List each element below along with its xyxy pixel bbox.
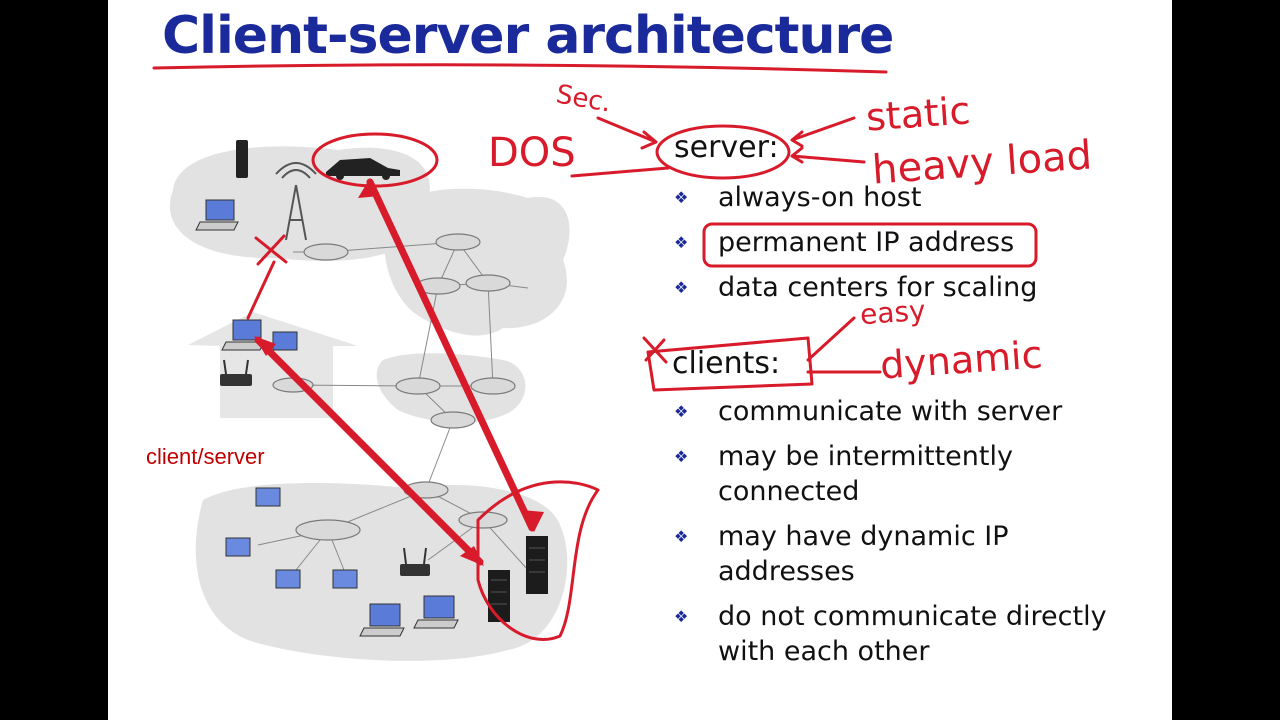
- list-item: ❖ may be intermittently connected: [674, 439, 1107, 509]
- server-bullet-list: ❖ always-on host ❖ permanent IP address ❖ d…: [674, 180, 1037, 305]
- diamond-bullet-icon: ❖: [674, 233, 689, 252]
- bullet-text-continued: with each other: [718, 636, 930, 667]
- list-item: ❖ always-on host: [674, 180, 1037, 215]
- diamond-bullet-icon: ❖: [674, 607, 689, 626]
- figure-label: client/server: [146, 444, 265, 469]
- bullet-text: do not communicate directly: [718, 601, 1107, 632]
- laptop-icon: [195, 199, 459, 637]
- bullet-text: communicate with server: [718, 396, 1063, 427]
- clients-heading: clients:: [672, 346, 781, 381]
- clients-bullet-list: ❖ communicate with server ❖ may be intermi…: [674, 394, 1107, 669]
- diamond-bullet-icon: ❖: [674, 278, 689, 297]
- diamond-bullet-icon: ❖: [674, 447, 689, 466]
- diamond-bullet-icon: ❖: [674, 188, 689, 207]
- bullet-text: data centers for scaling: [718, 272, 1038, 303]
- home-network-house: [188, 312, 358, 418]
- slide: Client-server architecture client/server…: [108, 0, 1172, 720]
- slide-title: Client-server architecture: [162, 6, 894, 66]
- bullet-text: always-on host: [718, 182, 922, 213]
- bullet-text: may be intermittently: [718, 441, 1013, 472]
- list-item: ❖ do not communicate directly with each ot…: [674, 599, 1107, 669]
- bullet-text-continued: addresses: [718, 556, 855, 587]
- server-heading: server:: [674, 130, 779, 165]
- smartphone-icon: [236, 140, 248, 178]
- diamond-bullet-icon: ❖: [674, 527, 689, 546]
- bullet-text: may have dynamic IP: [718, 521, 1009, 552]
- list-item: ❖ data centers for scaling: [674, 270, 1037, 305]
- global-isp-cloud: [384, 188, 570, 336]
- list-item: ❖ communicate with server: [674, 394, 1107, 429]
- list-item: ❖ permanent IP address: [674, 225, 1037, 260]
- annotation-easy: easy: [858, 293, 927, 332]
- list-item: ❖ may have dynamic IP addresses: [674, 519, 1107, 589]
- diamond-bullet-icon: ❖: [674, 402, 689, 421]
- annotation-static: static: [864, 88, 972, 140]
- bullet-text-continued: connected: [718, 476, 860, 507]
- annotation-dos: DOS: [488, 130, 576, 176]
- bullet-text: permanent IP address: [718, 227, 1015, 258]
